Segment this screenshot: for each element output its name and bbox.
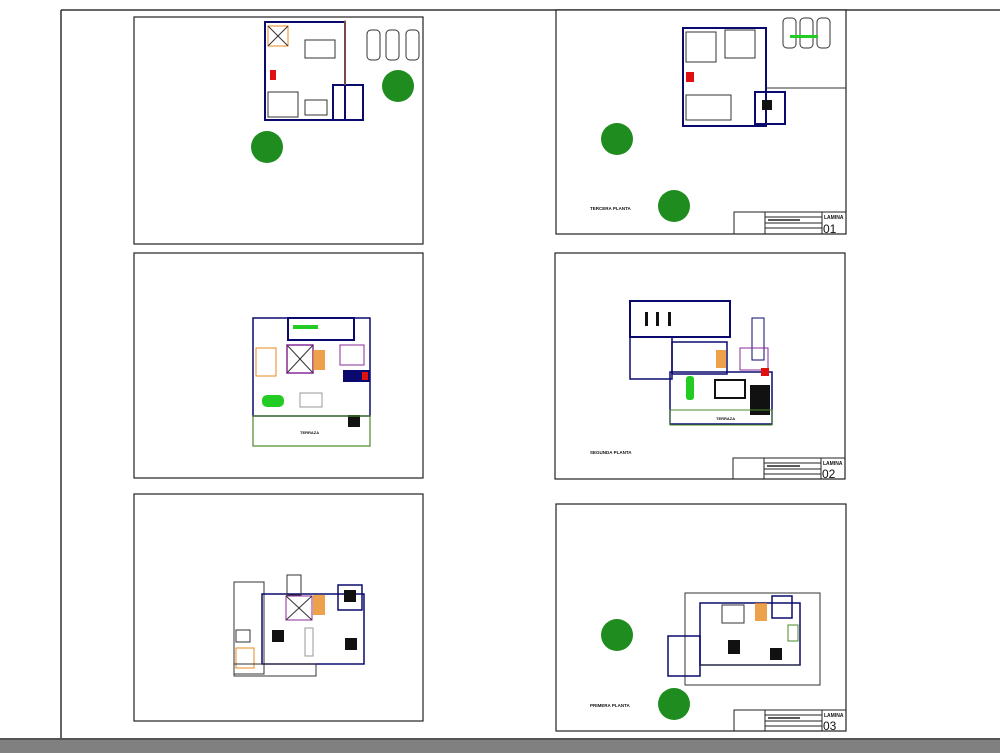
tree-icon — [601, 619, 633, 651]
lamina-label: LAMINA — [824, 713, 844, 719]
left-sheet-3[interactable] — [133, 493, 424, 722]
floor-plan-second-alt — [629, 300, 773, 426]
right-sheet-lamina-03[interactable]: PRIMERA PLANTA LAMINA 03 — [555, 503, 847, 733]
lamina-number: 03 — [823, 719, 837, 733]
title-block — [733, 709, 847, 732]
terrace-label: TERRAZA — [716, 416, 735, 421]
sheet-title: SEGUNDA PLANTA — [590, 450, 632, 455]
status-bar — [0, 738, 1000, 753]
lamina-number: 02 — [822, 467, 836, 481]
right-sheet-lamina-02[interactable]: TERRAZA SEGUNDA PLANTA LAMINA 02 — [554, 252, 846, 481]
title-block — [732, 457, 846, 480]
floor-plan-first — [233, 574, 365, 677]
floor-plan-third — [682, 17, 846, 127]
floor-plan-first-alt — [667, 592, 821, 686]
sheet-title: TERCERA PLANTA — [590, 206, 631, 211]
sheet-title: PRIMERA PLANTA — [590, 703, 630, 708]
left-sheet-1[interactable] — [133, 16, 424, 245]
right-sheet-lamina-01[interactable]: TERCERA PLANTA LAMINA 01 — [555, 9, 847, 236]
lamina-number: 01 — [823, 222, 837, 236]
title-block — [733, 211, 847, 235]
tree-icon — [382, 70, 414, 102]
floor-plan-second — [252, 317, 371, 447]
floor-plan-roof — [264, 20, 420, 121]
lamina-label: LAMINA — [823, 461, 843, 467]
tree-icon — [601, 123, 633, 155]
terrace-label: TERRAZA — [300, 430, 319, 435]
tree-icon — [658, 190, 690, 222]
tree-icon — [658, 688, 690, 720]
lamina-label: LAMINA — [824, 215, 844, 221]
tree-icon — [251, 131, 283, 163]
left-sheet-2[interactable]: TERRAZA — [133, 252, 424, 479]
